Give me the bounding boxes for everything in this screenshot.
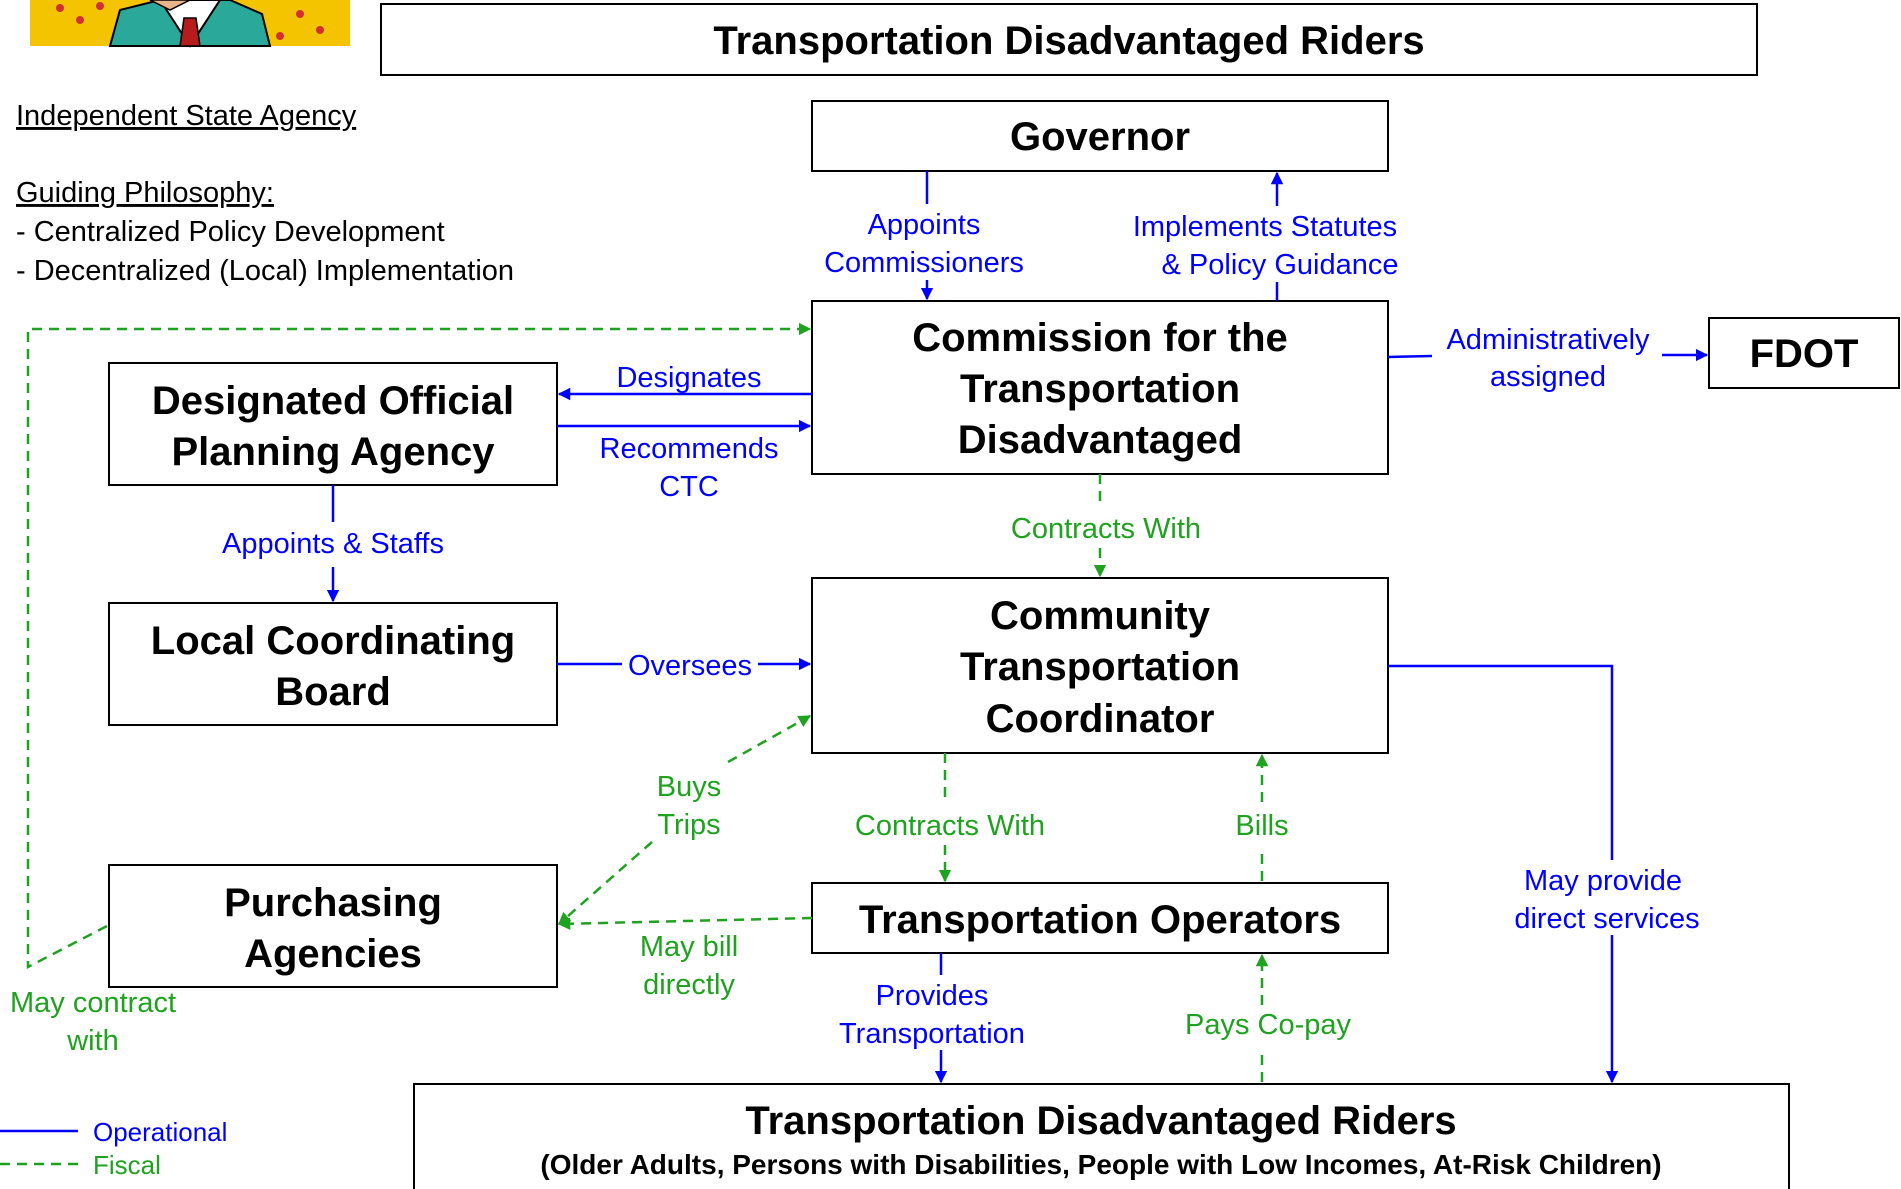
appoints-commissioners-label-2: Commissioners — [824, 247, 1024, 279]
provides-transportation-label-2: Transportation — [839, 1018, 1025, 1050]
riders-title: Transportation Disadvantaged Riders — [745, 1099, 1456, 1143]
legend: Operational Fiscal — [0, 1117, 227, 1180]
dopa-label-line-2: Planning Agency — [171, 430, 495, 474]
purchasing-box: Purchasing Agencies — [108, 864, 558, 988]
philosophy-heading: Guiding Philosophy: — [16, 177, 274, 209]
buys-trips-line-top — [727, 714, 812, 764]
may-provide-direct-line-top — [1388, 664, 1614, 860]
lcb-label-line-2: Board — [275, 670, 391, 714]
purchasing-label-line-2: Agencies — [244, 932, 422, 976]
may-provide-direct-label-2: direct services — [1514, 903, 1699, 935]
purchasing-label-line-1: Purchasing — [224, 881, 442, 925]
appoints-commissioners-label-1: Appoints — [868, 209, 981, 241]
fdot-box: FDOT — [1708, 317, 1900, 389]
implements-statutes-label-1: Implements Statutes — [1133, 211, 1397, 243]
may-contract-with-connector — [26, 322, 812, 970]
philosophy-item-2: - Decentralized (Local) Implementation — [16, 255, 514, 287]
legend-operational-label: Operational — [93, 1117, 227, 1147]
ctc-label-line-2: Transportation — [960, 645, 1240, 689]
may-bill-directly-arrow — [557, 916, 813, 930]
may-bill-directly-label-1: May bill — [640, 931, 738, 963]
administratively-assigned-label-2: assigned — [1490, 361, 1606, 393]
operators-box: Transportation Operators — [811, 882, 1389, 954]
appoints-staffs-label: Appoints & Staffs — [222, 528, 444, 560]
commission-label-line-1: Commission for the — [912, 316, 1288, 360]
provides-transportation-label-1: Provides — [876, 980, 989, 1012]
oversees-label: Oversees — [628, 650, 752, 682]
recommends-ctc-label-1: Recommends — [600, 433, 779, 465]
implements-statutes-label-2: & Policy Guidance — [1162, 249, 1399, 281]
header-title: Transportation Disadvantaged Riders — [713, 19, 1424, 63]
dopa-label-line-1: Designated Official — [152, 379, 514, 423]
administratively-assigned-label-1: Administratively — [1446, 324, 1650, 356]
buys-trips-label-2: Trips — [657, 809, 720, 841]
may-bill-directly-label-2: directly — [643, 969, 735, 1001]
buys-trips-arrow — [558, 841, 653, 925]
commission-label-line-2: Transportation — [960, 367, 1240, 411]
ctc-box: Community Transportation Coordinator — [811, 577, 1389, 754]
commission-box: Commission for the Transportation Disadv… — [811, 300, 1389, 475]
contracts-with-ctc-label: Contracts With — [1011, 513, 1201, 545]
pays-copay-label: Pays Co-pay — [1185, 1009, 1352, 1041]
philosophy-item-1: - Centralized Policy Development — [16, 216, 445, 248]
operators-label: Transportation Operators — [859, 898, 1341, 942]
ctc-label-line-3: Coordinator — [986, 697, 1215, 741]
header-title-box: Transportation Disadvantaged Riders — [380, 3, 1758, 76]
may-provide-direct-label-1: May provide — [1524, 865, 1682, 897]
may-contract-with-label-1: May contract — [10, 987, 176, 1019]
lcb-label-line-1: Local Coordinating — [151, 619, 515, 663]
commission-label-line-3: Disadvantaged — [958, 418, 1243, 462]
bills-label: Bills — [1235, 810, 1288, 842]
ctc-label-line-1: Community — [990, 594, 1211, 638]
lcb-box: Local Coordinating Board — [108, 602, 558, 726]
dopa-box: Designated Official Planning Agency — [108, 362, 558, 486]
governor-label: Governor — [1010, 115, 1190, 159]
administratively-assigned-line-left — [1387, 354, 1433, 359]
riders-subtitle: (Older Adults, Persons with Disabilities… — [540, 1149, 1661, 1180]
fdot-label: FDOT — [1750, 332, 1859, 376]
riders-box: Transportation Disadvantaged Riders (Old… — [413, 1083, 1790, 1189]
designates-label: Designates — [616, 362, 761, 394]
legend-fiscal-label: Fiscal — [93, 1150, 161, 1180]
recommends-ctc-label-2: CTC — [659, 471, 719, 503]
contracts-with-operators-label: Contracts With — [855, 810, 1045, 842]
cartoon-man-illustration — [30, 0, 350, 48]
may-contract-with-label-2: with — [66, 1025, 119, 1057]
governor-box: Governor — [811, 100, 1389, 172]
agency-type-label: Independent State Agency — [16, 100, 357, 132]
buys-trips-label-1: Buys — [657, 771, 721, 803]
